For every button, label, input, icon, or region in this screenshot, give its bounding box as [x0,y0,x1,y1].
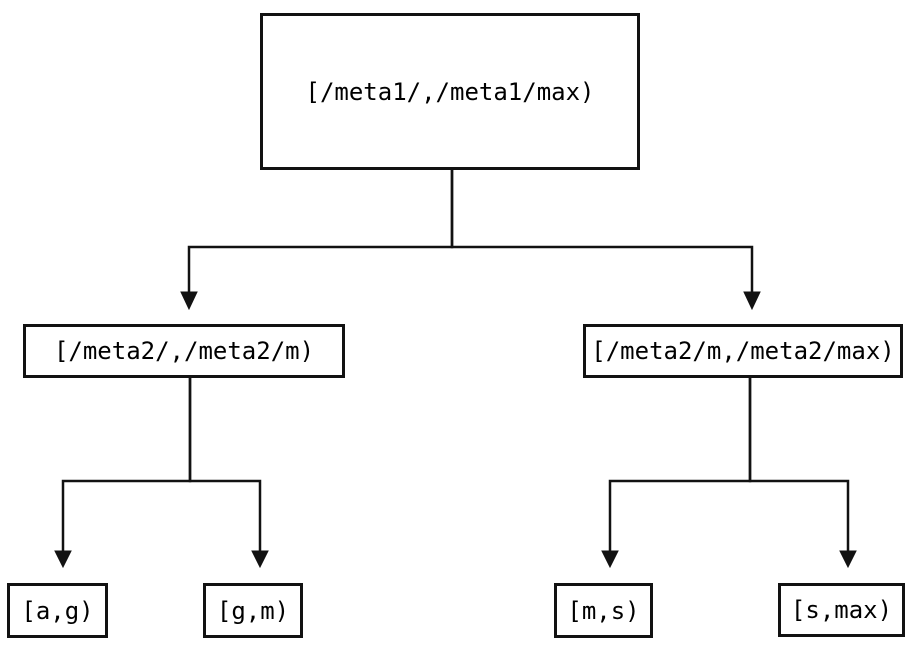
edge-root-to-right [450,170,761,311]
edge-right-to-right-left [601,378,752,569]
edge-line [450,170,754,293]
edge-root-to-left [180,170,454,311]
node-leaf-a-g: [a,g) [7,583,108,638]
arrowhead-down-icon [54,550,72,569]
edge-left-to-left-left [54,378,192,569]
edge-line [608,378,752,552]
edge-line [187,170,454,293]
edge-right-to-right-right [748,378,857,569]
arrowhead-down-icon [251,550,269,569]
edge-left-to-left-right [188,378,269,569]
node-leaf-s-max: [s,max) [778,583,905,637]
node-leaf-m-s: [m,s) [554,583,653,638]
node-root-interval: [/meta1/,/meta1/max) [260,13,640,170]
edge-line [188,378,262,552]
edge-line [748,378,850,552]
arrowhead-down-icon [839,550,857,569]
node-leaf-g-m: [g,m) [203,583,303,638]
arrowhead-down-icon [743,291,761,311]
node-left-interval: [/meta2/,/meta2/m) [23,324,345,378]
arrowhead-down-icon [601,550,619,569]
arrowhead-down-icon [180,291,198,311]
edge-line [61,378,192,552]
node-right-interval: [/meta2/m,/meta2/max) [583,324,903,378]
